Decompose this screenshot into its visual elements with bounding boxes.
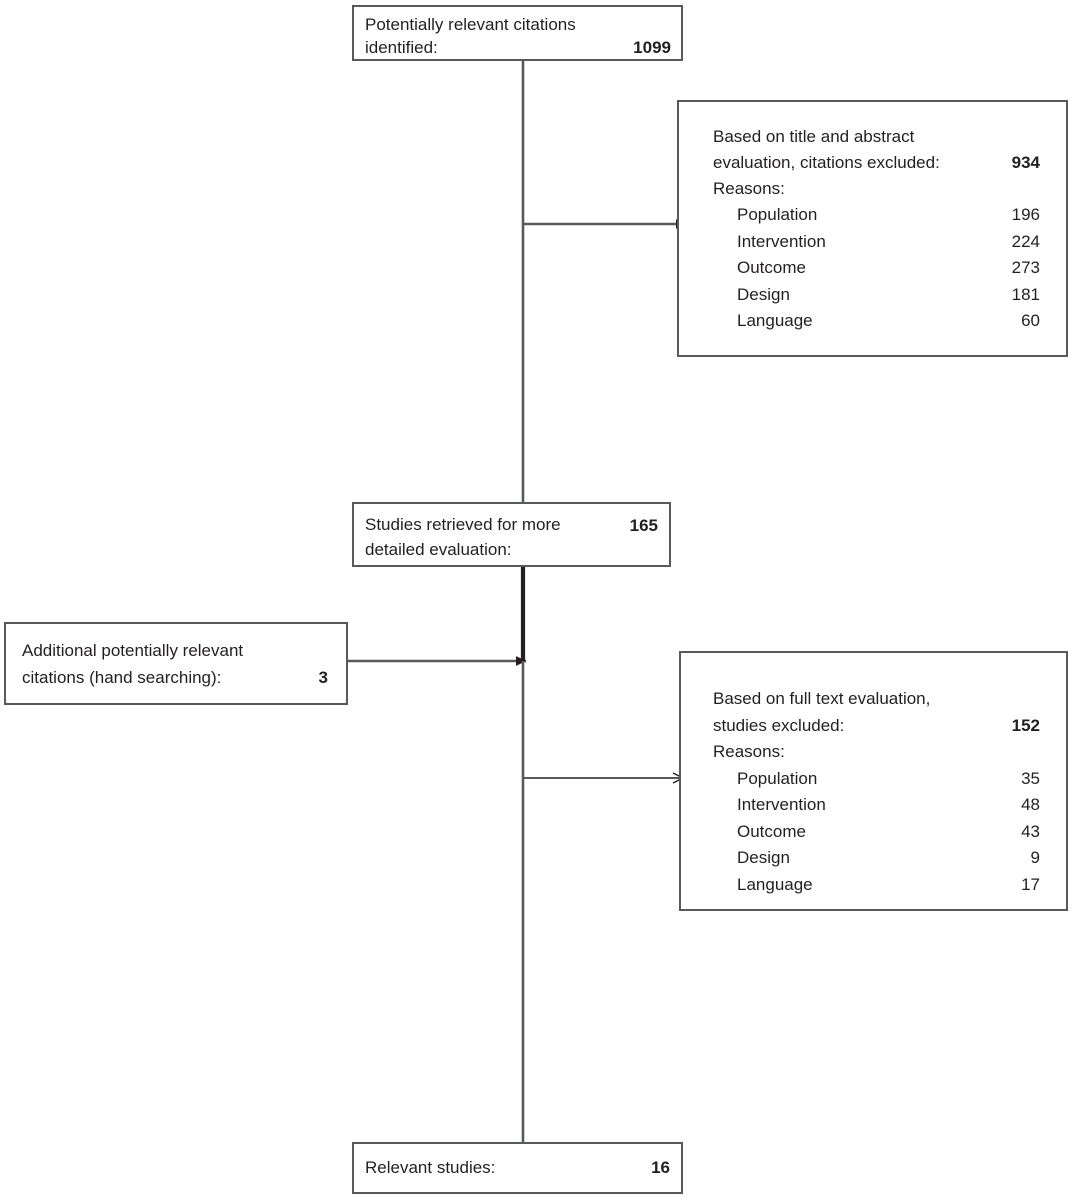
relevant-label: Relevant studies: (365, 1158, 496, 1177)
reason-value: 35 (1021, 768, 1040, 788)
box-potentially-relevant-citations: Potentially relevant citations identifie… (352, 5, 683, 61)
reason-row: Outcome 43 (713, 819, 1040, 846)
box-relevant-studies: Relevant studies: 16 (352, 1142, 683, 1194)
box-excluded-title-abstract: Based on title and abstract evaluation, … (677, 100, 1068, 357)
excluded-fulltext-header-line1: Based on full text evaluation, (713, 689, 931, 708)
excluded-abstract-header-line1: Based on title and abstract (713, 127, 915, 146)
reason-label: Population (737, 205, 818, 224)
handsearch-line2: citations (hand searching): (22, 668, 222, 687)
reason-row: Design 181 (713, 282, 1040, 309)
reason-label: Outcome (737, 821, 806, 841)
reason-label: Language (737, 874, 813, 894)
retrieved-line1: Studies retrieved for more (365, 515, 561, 534)
reason-label: Design (737, 284, 790, 304)
reason-row: Outcome 273 (713, 255, 1040, 282)
reason-row: Language 17 (713, 872, 1040, 899)
excluded-abstract-header-line2: evaluation, citations excluded: (713, 153, 940, 172)
reason-value: 196 (1011, 205, 1040, 224)
identified-line2: identified: (365, 38, 438, 57)
box-excluded-full-text: Based on full text evaluation, studies e… (679, 651, 1068, 911)
reason-label: Intervention (737, 231, 826, 251)
reason-value: 181 (1011, 284, 1040, 304)
excluded-fulltext-header-line2: studies excluded: (713, 715, 845, 735)
handsearch-count: 3 (318, 668, 328, 687)
identified-count: 1099 (633, 38, 671, 57)
reason-row: Population 196 (713, 202, 1040, 229)
relevant-count: 16 (651, 1158, 670, 1177)
reason-value: 9 (1030, 848, 1040, 867)
reason-row: Design 9 (713, 845, 1040, 872)
reason-value: 224 (1011, 231, 1040, 251)
reason-label: Language (737, 311, 813, 330)
excluded-fulltext-count: 152 (1011, 715, 1040, 735)
reason-value: 273 (1011, 258, 1040, 277)
box-studies-retrieved: Studies retrieved for more detailed eval… (352, 502, 671, 567)
reason-label: Outcome (737, 258, 806, 277)
reason-row: Language 60 (713, 308, 1040, 335)
reason-value: 60 (1021, 311, 1040, 330)
reason-label: Intervention (737, 795, 826, 814)
box-additional-hand-searching: Additional potentially relevant citation… (4, 622, 348, 705)
reason-row: Intervention 48 (713, 792, 1040, 819)
reason-value: 48 (1021, 795, 1040, 814)
excluded-abstract-reasons-title: Reasons: (713, 179, 785, 198)
retrieved-line2: detailed evaluation: (365, 540, 512, 559)
reason-row: Intervention 224 (713, 229, 1040, 256)
reason-value: 43 (1021, 821, 1040, 841)
reason-label: Population (737, 768, 818, 788)
reason-label: Design (737, 848, 790, 867)
excluded-fulltext-reasons-title: Reasons: (713, 742, 785, 761)
excluded-abstract-count: 934 (1011, 153, 1040, 172)
handsearch-line1: Additional potentially relevant (22, 641, 244, 660)
identified-line1: Potentially relevant citations (365, 15, 576, 34)
reason-value: 17 (1021, 874, 1040, 894)
retrieved-count: 165 (629, 516, 658, 535)
reason-row: Population 35 (713, 766, 1040, 793)
